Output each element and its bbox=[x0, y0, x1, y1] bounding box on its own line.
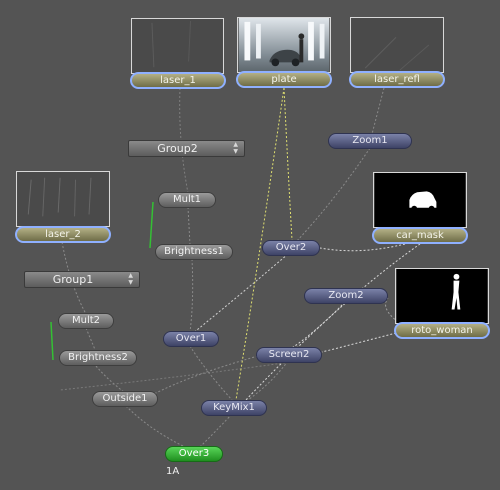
mult2-node[interactable]: Mult2 bbox=[58, 313, 114, 329]
mult1-node[interactable]: Mult1 bbox=[158, 192, 216, 208]
laser-2-node[interactable]: laser_2 bbox=[15, 226, 111, 243]
laser-refl-node[interactable]: laser_refl bbox=[349, 71, 445, 88]
laser-refl-preview bbox=[351, 18, 443, 72]
zoom2-node[interactable]: Zoom2 bbox=[304, 288, 388, 304]
plate-thumbnail[interactable] bbox=[237, 17, 331, 73]
plate-node[interactable]: plate bbox=[236, 71, 332, 88]
car-mask-preview bbox=[374, 173, 466, 227]
wire-rotowoman-to-zoom2 bbox=[385, 297, 399, 323]
roto-woman-thumbnail[interactable] bbox=[395, 268, 489, 324]
group2-label: Group2 bbox=[157, 142, 198, 155]
wire-mult2-to-brightness2 bbox=[85, 327, 97, 353]
over2-node[interactable]: Over2 bbox=[262, 240, 320, 256]
wire-over1-to-keymix1 bbox=[189, 345, 233, 401]
laser-1-node[interactable]: laser_1 bbox=[130, 72, 226, 89]
keymix1-node[interactable]: KeyMix1 bbox=[201, 400, 267, 416]
wire-plate-to-over2 bbox=[283, 87, 293, 241]
group1-link bbox=[50, 321, 54, 361]
group2-node[interactable]: Group2 ▲▼ bbox=[128, 140, 245, 157]
wire-brightness2-to-outside1 bbox=[95, 365, 125, 393]
over1-node[interactable]: Over1 bbox=[163, 331, 219, 347]
wire-laserrefl-to-zoom1 bbox=[371, 87, 385, 135]
roto-woman-node[interactable]: roto_woman bbox=[394, 322, 490, 339]
wire-brightness1-to-over1 bbox=[189, 258, 194, 333]
plate-preview bbox=[238, 18, 330, 72]
wire-keymix1-to-over3 bbox=[199, 413, 233, 448]
wire-zoom2-to-screen2 bbox=[291, 301, 346, 349]
wire-screen2-to-keymix1 bbox=[244, 360, 289, 403]
wire-rotowoman-to-screen2 bbox=[321, 331, 401, 353]
wire-over2-to-over1 bbox=[191, 253, 289, 335]
wire-outside1-to-over3 bbox=[125, 405, 186, 448]
wire-screen2-to-outside1 bbox=[149, 355, 259, 397]
wire-carmask-to-keymix1 bbox=[243, 243, 421, 403]
screen2-node[interactable]: Screen2 bbox=[256, 347, 322, 363]
group1-label: Group1 bbox=[52, 273, 94, 286]
laser-1-thumbnail[interactable] bbox=[131, 18, 224, 74]
group1-expand-icon[interactable]: ▲▼ bbox=[128, 272, 133, 286]
outside1-node[interactable]: Outside1 bbox=[92, 391, 158, 407]
over3-node[interactable]: Over3 bbox=[165, 446, 223, 462]
wire-mult1-to-brightness1 bbox=[187, 206, 191, 246]
wire-zoom1-to-over2 bbox=[295, 147, 371, 243]
zoom1-node[interactable]: Zoom1 bbox=[328, 133, 412, 149]
car-mask-node[interactable]: car_mask bbox=[372, 227, 468, 244]
laser-refl-thumbnail[interactable] bbox=[350, 17, 444, 73]
wire-plate-to-keymix1 bbox=[235, 87, 285, 401]
laser-2-preview bbox=[17, 172, 109, 226]
group1-node[interactable]: Group1 ▲▼ bbox=[24, 271, 140, 288]
group2-expand-icon[interactable]: ▲▼ bbox=[233, 141, 238, 155]
group2-link bbox=[149, 201, 154, 249]
brightness1-node[interactable]: Brightness1 bbox=[155, 244, 233, 260]
wire-carmask-to-over2 bbox=[319, 243, 406, 252]
laser-2-thumbnail[interactable] bbox=[16, 171, 110, 227]
brightness2-node[interactable]: Brightness2 bbox=[59, 350, 137, 366]
car-mask-thumbnail[interactable] bbox=[373, 172, 467, 228]
roto-woman-preview bbox=[396, 269, 488, 323]
selected-node-label: 1A bbox=[166, 466, 180, 477]
wire-over2-to-screen2-mask bbox=[59, 359, 306, 391]
laser-1-preview bbox=[132, 19, 223, 73]
